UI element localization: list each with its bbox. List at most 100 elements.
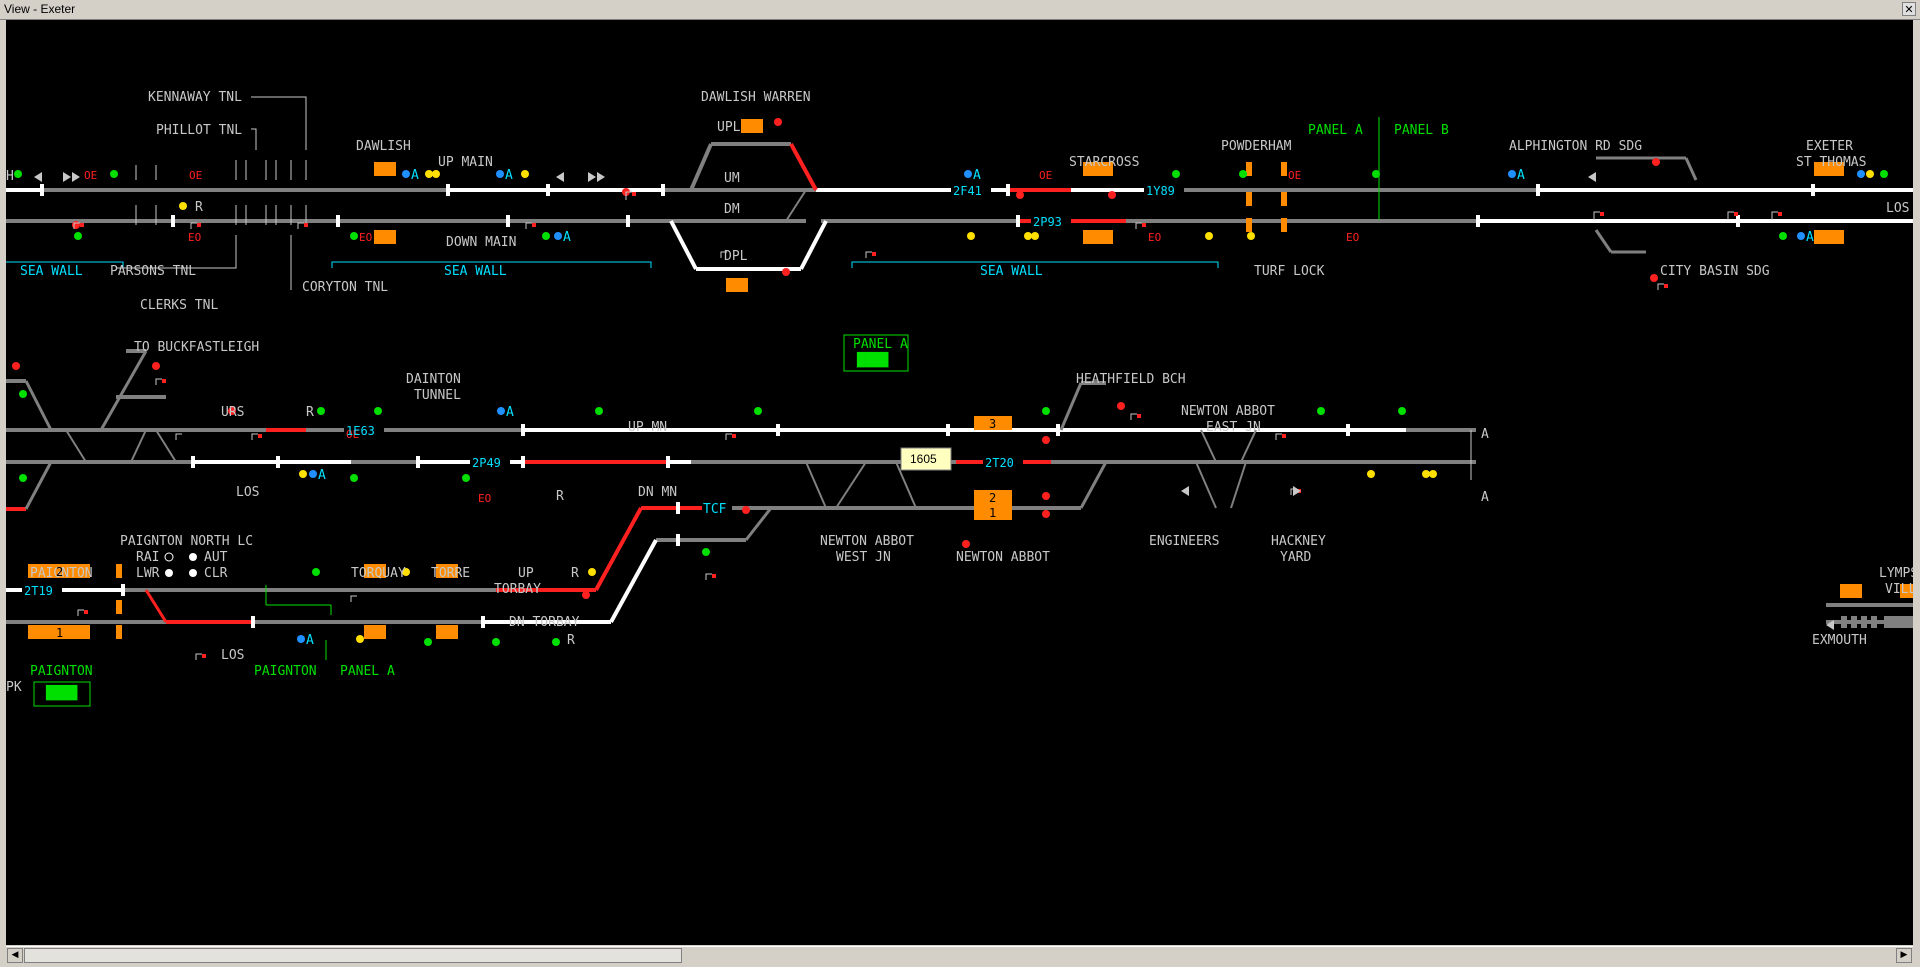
- berth-number-1: 1: [989, 506, 996, 520]
- sea-wall-label-3: SEA WALL: [980, 264, 1043, 279]
- los-label-bottom: LOS: [221, 648, 244, 663]
- sea-walls: [6, 261, 1219, 268]
- headcode-backgrounds: [22, 183, 1184, 597]
- dawlish-warren-label: DAWLISH WARREN: [701, 90, 811, 105]
- city-basin-label: CITY BASIN SDG: [1660, 264, 1770, 279]
- headcode-2f41[interactable]: 2F41: [953, 184, 982, 198]
- upl-label: UPL: [717, 120, 741, 135]
- turf-lock-label: TURF LOCK: [1254, 264, 1325, 279]
- powderham-label: POWDERHAM: [1221, 139, 1292, 154]
- a-code: A: [306, 633, 314, 648]
- paignton-panel-glyph: ████: [45, 684, 77, 701]
- um-label: UM: [724, 171, 740, 186]
- dawlish-label: DAWLISH: [356, 139, 411, 154]
- st-thomas-label: ST THOMAS: [1796, 155, 1866, 170]
- signals-yellow: [179, 170, 1874, 643]
- a-code: A: [563, 230, 571, 245]
- sea-wall-label-2: SEA WALL: [444, 264, 507, 279]
- panel-a-box[interactable]: [843, 334, 909, 372]
- panel-a-center-glyph: ████: [856, 351, 888, 368]
- dn-torbay-label: DN TORBAY: [509, 615, 580, 630]
- up-main-label: UP MAIN: [438, 155, 493, 170]
- heathfield-label: HEATHFIELD BCH: [1076, 372, 1186, 387]
- scroll-left-button[interactable]: ◀: [7, 948, 23, 963]
- exmouth-label: EXMOUTH: [1812, 633, 1867, 648]
- eo-code: EO: [188, 231, 201, 244]
- headcode-2t19[interactable]: 2T19: [24, 584, 53, 598]
- alphington-label: ALPHINGTON RD SDG: [1509, 139, 1642, 154]
- signals-blue: [297, 170, 1865, 643]
- eo-code: EO: [359, 231, 372, 244]
- paignton-panel-label: PAIGNTON: [30, 664, 93, 679]
- oe-code: OE: [1288, 169, 1301, 182]
- exmouth-blocks: [1841, 616, 1913, 628]
- a-code: A: [973, 168, 981, 183]
- scroll-thumb[interactable]: [24, 948, 682, 963]
- up-mn-label: UP MN: [628, 420, 667, 435]
- panel-a-label: PANEL A: [1308, 123, 1363, 138]
- dpl-label: DPL: [724, 249, 748, 264]
- headcode-2t20[interactable]: 2T20: [985, 456, 1014, 470]
- window-frame: PANEL A ████ H KENNAWAY TNL PHILLOT TNL …: [0, 20, 1920, 967]
- horizontal-scrollbar[interactable]: ◀ ▶: [6, 946, 1913, 964]
- r-code: R: [195, 200, 203, 215]
- lympstone-label-1: LYMPS: [1879, 566, 1913, 581]
- aut-indicator: [189, 553, 197, 561]
- paignton-panel-box[interactable]: [33, 681, 91, 707]
- dm-label: DM: [724, 202, 740, 217]
- clr-label: CLR: [204, 566, 228, 581]
- rai-indicator: [164, 552, 174, 562]
- shunt-signals: [73, 191, 1778, 660]
- end-marker-a-1: A: [1481, 427, 1489, 442]
- r-code: R: [306, 405, 314, 420]
- r-code: R: [556, 489, 564, 504]
- a-code: A: [506, 405, 514, 420]
- newton-east-label-2: EAST JN: [1206, 420, 1261, 435]
- close-button[interactable]: ✕: [1902, 2, 1916, 16]
- tunnel-marks: [116, 96, 307, 290]
- paignton-label: PAIGNTON: [30, 566, 93, 581]
- paignton-north-lc-label: PAIGNTON NORTH LC: [120, 534, 253, 549]
- scroll-right-button[interactable]: ▶: [1896, 948, 1912, 963]
- title-bar: View - Exeter ✕: [0, 0, 1920, 20]
- newton-west-label-1: NEWTON ABBOT: [820, 534, 914, 549]
- clr-indicator: [189, 569, 197, 577]
- newton-east-label-1: NEWTON ABBOT: [1181, 404, 1275, 419]
- headcode-2p49[interactable]: 2P49: [472, 456, 501, 470]
- dainton-tunnel-label: TUNNEL: [414, 388, 461, 403]
- clerks-tnl-label: CLERKS TNL: [140, 298, 218, 313]
- newton-abbot-label: NEWTON ABBOT: [956, 550, 1050, 565]
- berth-number-2: 2: [989, 491, 996, 505]
- shunt-flags: [80, 192, 1782, 658]
- kennaway-tnl-label: KENNAWAY TNL: [148, 90, 242, 105]
- headcode-2p93[interactable]: 2P93: [1033, 215, 1062, 229]
- berth-number-3: 3: [989, 417, 996, 431]
- eo-code: EO: [1346, 231, 1359, 244]
- lympstone-label-2: VILL: [1885, 582, 1913, 597]
- track-diagram: PANEL A ████ H KENNAWAY TNL PHILLOT TNL …: [6, 90, 1913, 707]
- lwr-label: LWR: [136, 566, 160, 581]
- oe-code: OE: [84, 169, 97, 182]
- sea-wall-label-1: SEA WALL: [20, 264, 83, 279]
- hackney-label-1: HACKNEY: [1271, 534, 1326, 549]
- signals-green: [14, 170, 1888, 646]
- signalling-panel[interactable]: PANEL A ████ H KENNAWAY TNL PHILLOT TNL …: [6, 20, 1913, 945]
- a-code: A: [1806, 230, 1814, 245]
- headcode-1y89[interactable]: 1Y89: [1146, 184, 1175, 198]
- headcode-1e63[interactable]: 1E63: [346, 424, 375, 438]
- a-code: A: [318, 468, 326, 483]
- rai-label: RAI: [136, 550, 159, 565]
- parsons-tnl-label: PARSONS TNL: [110, 264, 196, 279]
- bottom-down-line: [6, 585, 611, 660]
- los-label-mid: LOS: [236, 485, 259, 500]
- tcf-line: [594, 506, 773, 623]
- starcross-label: STARCROSS: [1069, 155, 1139, 170]
- mid-branches: [6, 349, 1472, 510]
- coryton-tnl-label: CORYTON TNL: [302, 280, 388, 295]
- left-edge-label: H: [6, 169, 14, 184]
- oe-code: OE: [1039, 169, 1052, 182]
- tooltip-box: [900, 447, 952, 471]
- right-border: [1914, 20, 1920, 967]
- a-code: A: [411, 168, 419, 183]
- alphington-siding: [1594, 156, 1698, 254]
